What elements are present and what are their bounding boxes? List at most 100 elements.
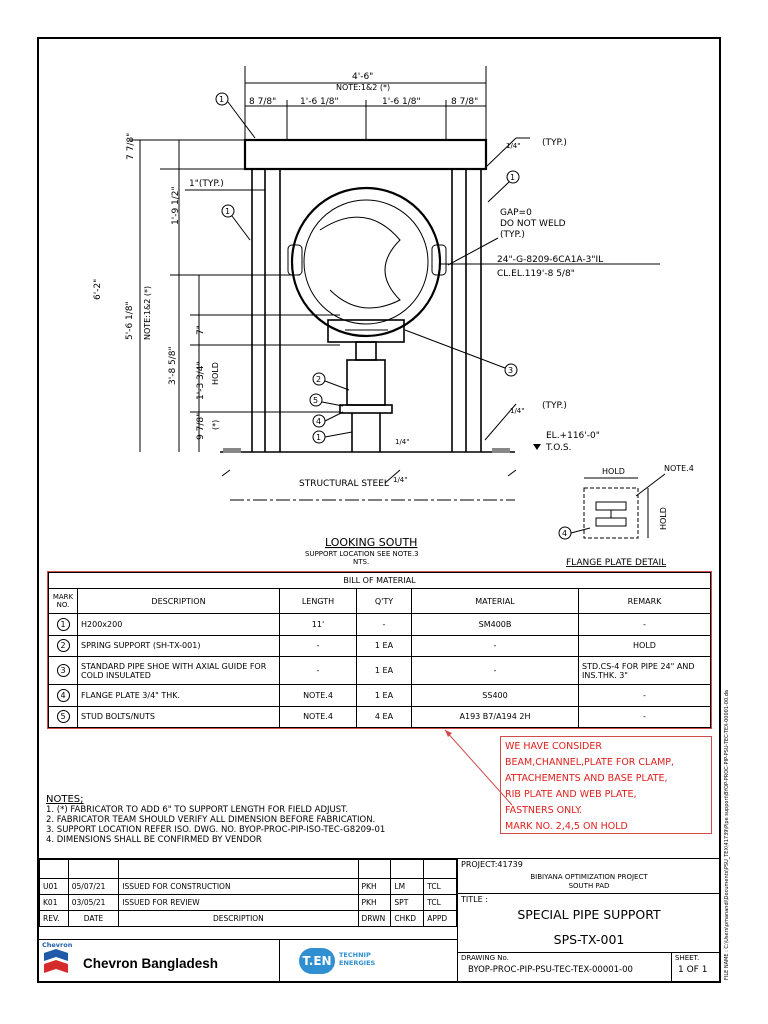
drawing-sheet (37, 37, 721, 983)
file-path-side-text: FILE NAME : C:\Users\pmanandi\Documents\… (724, 690, 730, 980)
note-item: 4. DIMENSIONS SHALL BE CONFIRMED BY VEND… (46, 835, 262, 845)
line-number: 24"-G-8209-6CA1A-3"IL (497, 255, 603, 265)
project-number: PROJECT:41739 (461, 860, 523, 869)
dim-star: (*) (211, 420, 220, 430)
mark-1-top: 1 (219, 95, 224, 104)
weld-top: 1/4" (506, 142, 521, 150)
note-item: 2. FABRICATOR TEAM SHOULD VERIFY ALL DIM… (46, 815, 376, 825)
mark-4-detail: 4 (562, 529, 567, 538)
bom-header-length: LENGTH (279, 588, 357, 615)
bom-desc: FLANGE PLATE 3/4" THK. (77, 684, 280, 707)
bom-qty-unit: EA (382, 641, 394, 651)
rev-date: 03/05/21 (67, 894, 120, 911)
bom-material: SM400B (411, 613, 579, 636)
contractor-logo-area: T.EN TECHNIP ENERGIES (279, 939, 457, 983)
table-row: 4 FLANGE PLATE 3/4" THK. NOTE.4 1 EA SS4… (48, 684, 711, 707)
project-sub: SOUTH PAD (568, 882, 610, 890)
rev-header-date: DATE (67, 910, 120, 927)
revision-row: K01 03/05/21 ISSUED FOR REVIEW PKH SPT T… (39, 894, 457, 911)
dim-note12-vertical: NOTE:1&2 (*) (143, 286, 152, 340)
bom-title: BILL OF MATERIAL (48, 571, 711, 590)
bom-desc: H200x200 (77, 613, 280, 636)
looking-south-title: LOOKING SOUTH (325, 536, 417, 549)
rev-appd: TCL (423, 894, 457, 911)
rev-desc: ISSUED FOR CONSTRUCTION (118, 878, 359, 895)
technip-label: TECHNIP (339, 951, 371, 959)
bom-mark: 4 (56, 688, 70, 702)
mark-1-left: 1 (225, 207, 230, 216)
bom-remark: - (578, 684, 711, 707)
weld-steel: 1/4" (393, 476, 408, 484)
bom-remark: - (578, 705, 711, 729)
bom-material: SS400 (411, 684, 579, 707)
mark-1-right: 1 (510, 173, 515, 182)
rev-code: K01 (39, 894, 69, 911)
dim-5-6-1-8: 5'-6 1/8" (125, 301, 135, 340)
bom-mark: 3 (56, 664, 70, 678)
note-item: 1. (*) FABRICATOR TO ADD 6" TO SUPPORT L… (46, 805, 349, 815)
bom-length: - (279, 656, 357, 686)
drawing-number: BYOP-PROC-PIP-PSU-TEC-TEX-00001-00 (468, 965, 633, 975)
rev-header-desc: DESCRIPTION (118, 910, 359, 927)
comment-line: WE HAVE CONSIDER (505, 741, 602, 752)
bom-remark: - (578, 613, 711, 636)
dim-8-7-8-right: 8 7/8" (451, 97, 478, 107)
drawing-subtitle: SPS-TX-001 (553, 932, 625, 947)
mark-1-bottom: 1 (316, 433, 321, 442)
bom-header-description: DESCRIPTION (77, 588, 280, 615)
bom-length: NOTE.4 (279, 705, 357, 729)
do-not-weld-label: DO NOT WELD (500, 219, 566, 229)
general-notes: NOTES; 1. (*) FABRICATOR TO ADD 6" TO SU… (46, 795, 466, 846)
rev-chkd: LM (390, 878, 425, 895)
project-info: PROJECT:41739 BIBIYANA OPTIMIZATION PROJ… (457, 859, 720, 982)
rev-drwn: PKH (357, 878, 392, 895)
drawing-title: SPECIAL PIPE SUPPORT (517, 907, 661, 922)
structural-steel-label: STRUCTURAL STEEL (299, 479, 389, 489)
sheet-number: 1 OF 1 (678, 965, 708, 975)
client-logo-area: Chevron Chevron Bangladesh (39, 939, 280, 983)
bom-qty: 1 (374, 690, 380, 700)
bom-remark: HOLD (578, 634, 711, 658)
chevron-logo-icon (44, 949, 68, 973)
dim-8-7-8-left: 8 7/8" (249, 97, 276, 107)
dim-1-typ: 1"(TYP.) (189, 179, 224, 189)
bom-qty-unit: EA (382, 712, 394, 722)
rev-desc: ISSUED FOR REVIEW (118, 894, 359, 911)
review-comment: WE HAVE CONSIDER BEAM,CHANNEL,PLATE FOR … (500, 736, 712, 834)
comment-line: RIB PLATE AND WEB PLATE, (505, 789, 637, 800)
bom-material: - (411, 656, 579, 686)
dim-9-7-8: 9 7/8" (196, 413, 206, 440)
project-name: BIBIYANA OPTIMIZATION PROJECT (530, 873, 648, 881)
nts-label: NTS. (353, 558, 369, 566)
support-location-note: SUPPORT LOCATION SEE NOTE.3 (305, 550, 419, 558)
mark-5: 5 (313, 396, 318, 405)
gap-label: GAP=0 (500, 208, 532, 218)
elevation: EL.+116'-0" (546, 431, 600, 441)
bom-mark: 2 (56, 639, 70, 653)
mark-4: 4 (316, 417, 321, 426)
drawing-no-label: DRAWING No. (461, 954, 509, 962)
bom-length: - (279, 634, 357, 658)
bom-length: NOTE.4 (279, 684, 357, 707)
bom-desc: STUD BOLTS/NUTS (77, 705, 280, 729)
mark-2: 2 (316, 375, 321, 384)
mark-3: 3 (508, 366, 513, 375)
revision-header: REV. DATE DESCRIPTION DRWN CHKD APPD (39, 910, 457, 927)
note-item: 3. SUPPORT LOCATION REFER ISO. DWG. NO. … (46, 825, 386, 835)
rev-drwn: PKH (357, 894, 392, 911)
bom-length: 11' (279, 613, 357, 636)
weld-low: 1/4" (510, 407, 525, 415)
dim-6-2: 6'-2" (93, 279, 103, 300)
comment-line: MARK NO. 2,4,5 ON HOLD (505, 821, 628, 832)
comment-line: ATTACHEMENTS AND BASE PLATE, (505, 773, 668, 784)
dim-overall-width: 4'-6" (352, 72, 373, 82)
comment-line: FASTNERS ONLY. (505, 805, 583, 816)
rev-header-chkd: CHKD (390, 910, 425, 927)
dim-1-9-1-2: 1'-9 1/2" (171, 186, 181, 225)
cl-elevation: CL.EL.119'-8 5/8" (497, 269, 575, 279)
dim-7-7-8: 7 7/8" (126, 133, 136, 160)
dim-1-3-3-4: 1'-3 3/4" (196, 361, 206, 400)
flange-detail-title: FLANGE PLATE DETAIL (566, 558, 666, 568)
revision-row: U01 05/07/21 ISSUED FOR CONSTRUCTION PKH… (39, 878, 457, 895)
sheet-label: SHEET. (675, 954, 700, 962)
